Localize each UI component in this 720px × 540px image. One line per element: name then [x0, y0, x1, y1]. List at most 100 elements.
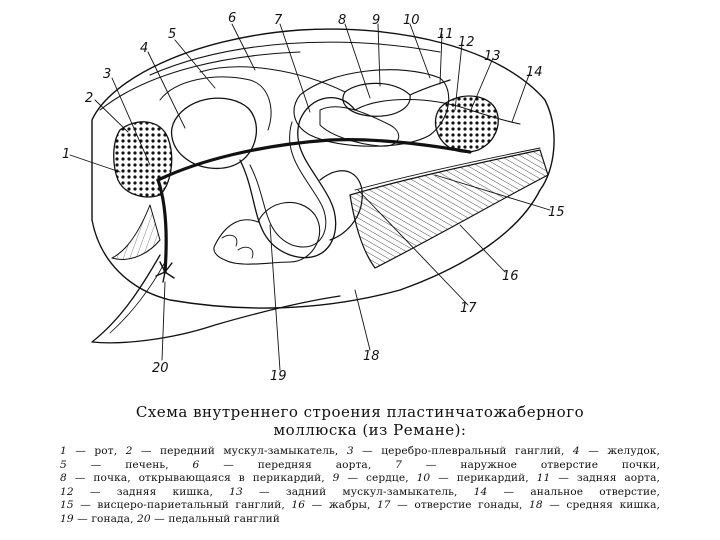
legend-entry-12: 12 — задняя кишка, — [60, 485, 213, 498]
legend-entry-18: 18 — средняя кишка, — [529, 499, 660, 512]
drawing — [69, 23, 555, 371]
legend-number: 4 — [572, 445, 580, 457]
legend-number: 13 — [229, 485, 243, 498]
legend-text: рот, — [94, 445, 118, 457]
legend-text: педальный ганглий — [168, 512, 280, 525]
liver — [159, 76, 272, 131]
legend-text: отверстие гонады, — [414, 499, 523, 512]
legend-entry-8: 8 — почка, открывающаяся в перикардий, — [60, 472, 325, 485]
figure-label-1: 1 — [62, 147, 70, 162]
shell-outline — [91, 28, 555, 309]
legend-number: 8 — [60, 472, 67, 485]
posterior-adductor — [434, 95, 499, 153]
figure-label-11: 11 — [437, 27, 454, 42]
legend: 1 — рот, 2 — передний мускул-замыкатель,… — [60, 445, 660, 527]
figure-label-4: 4 — [140, 41, 148, 56]
legend-entry-6: 6 — передняя аорта, — [192, 458, 372, 471]
pericardium — [293, 69, 450, 147]
posterior-aorta — [409, 79, 451, 96]
legend-number: 1 — [60, 445, 67, 457]
legend-number: 12 — [60, 485, 74, 498]
legend-entry-17: 17 — отверстие гонады, — [376, 499, 523, 512]
legend-entry-5: 5 — печень, — [60, 458, 169, 471]
legend-entry-20: 20 — педальный ганглий — [137, 512, 280, 525]
legend-text: средняя кишка, — [566, 499, 660, 512]
legend-number: 9 — [332, 472, 340, 485]
legend-entry-7: 7 — наружное отверстие почки, — [395, 458, 661, 471]
intestine-inner — [249, 121, 327, 248]
caption-title: Схема внутреннего строения пластинчатожа… — [135, 403, 585, 421]
legend-number: 11 — [536, 472, 551, 485]
legend-entry-15: 15 — висцеро-париетальный ганглий, — [60, 499, 285, 512]
legend-number: 14 — [473, 485, 488, 498]
intestine — [239, 97, 356, 259]
legend-entry-1: 1 — рот, — [60, 445, 118, 457]
legend-number: 5 — [60, 458, 67, 471]
figure-label-6: 6 — [228, 11, 236, 26]
figure-label-20: 20 — [152, 361, 169, 376]
legend-text: перикардий, — [456, 472, 529, 485]
legend-entry-19: 19 — гонада, — [60, 512, 134, 525]
figure-label-17: 17 — [460, 301, 477, 316]
pedal-ganglion — [155, 261, 175, 283]
gills — [349, 149, 549, 269]
legend-number: 15 — [60, 499, 74, 512]
legend-text: жабры, — [328, 499, 371, 512]
legend-number: 19 — [60, 512, 74, 525]
figure-label-15: 15 — [548, 205, 565, 220]
legend-number: 2 — [125, 445, 133, 457]
legend-text: гонада, — [91, 512, 134, 525]
gills-upper — [354, 147, 541, 191]
legend-text: церебро-плевральный ганглий, — [381, 445, 565, 457]
legend-text: передняя аорта, — [257, 458, 372, 471]
legend-entry-9: 9 — сердце, — [332, 472, 409, 485]
legend-text: сердце, — [366, 472, 409, 485]
gonad-lobes — [221, 234, 254, 259]
legend-entry-14: 14 — анальное отверстие, — [473, 485, 660, 498]
figure-label-16: 16 — [502, 269, 519, 284]
legend-entry-13: 13 — задний мускул-замыкатель, — [229, 485, 458, 498]
caption-subtitle: моллюска (из Ремане): — [273, 421, 467, 439]
foot-inner — [109, 261, 166, 334]
gonad — [213, 201, 321, 265]
legend-number: 17 — [376, 499, 391, 512]
legend-number: 16 — [291, 499, 306, 512]
figure-caption: Схема внутреннего строения пластинчатожа… — [60, 403, 660, 527]
legend-text: задняя кишка, — [116, 485, 213, 498]
figure-label-10: 10 — [403, 13, 420, 28]
figure-label-7: 7 — [274, 13, 283, 28]
legend-text: задний мускул-замыкатель, — [285, 485, 458, 498]
stomach — [171, 97, 258, 169]
legend-number: 10 — [416, 472, 431, 485]
shell-inner-line — [149, 41, 441, 76]
legend-number: 7 — [395, 458, 402, 471]
legend-number: 18 — [529, 499, 543, 512]
figure-label-9: 9 — [372, 13, 380, 28]
legend-entry-2: 2 — передний мускул-замыкатель, — [125, 445, 339, 457]
foot — [91, 254, 341, 344]
legend-entry-4: 4 — желудок, — [572, 445, 660, 457]
figure-label-3: 3 — [103, 67, 111, 82]
figure-label-2: 2 — [85, 91, 93, 106]
legend-entry-10: 10 — перикардий, — [416, 472, 529, 485]
figure-label-18: 18 — [363, 349, 380, 364]
figure-label-14: 14 — [526, 65, 543, 80]
pedal-connective — [156, 178, 168, 274]
anterior-aorta — [199, 66, 346, 93]
figure-label-13: 13 — [484, 49, 501, 64]
figure-label-8: 8 — [338, 13, 346, 28]
labial-palp — [111, 204, 161, 260]
legend-text: желудок, — [607, 445, 660, 457]
legend-number: 3 — [346, 445, 354, 457]
legend-entry-16: 16 — жабры, — [291, 499, 371, 512]
leader-lines — [69, 23, 551, 371]
figure-label-5: 5 — [168, 27, 176, 42]
legend-text: почка, открывающаяся в перикардий, — [93, 472, 325, 485]
legend-text: передний мускул-замыкатель, — [160, 445, 339, 457]
legend-text: печень, — [125, 458, 169, 471]
legend-entry-3: 3 — церебро-плевральный ганглий, — [346, 445, 565, 457]
legend-text: висцеро-париетальный ганглий, — [97, 499, 285, 512]
legend-text: задняя аорта, — [576, 472, 660, 485]
